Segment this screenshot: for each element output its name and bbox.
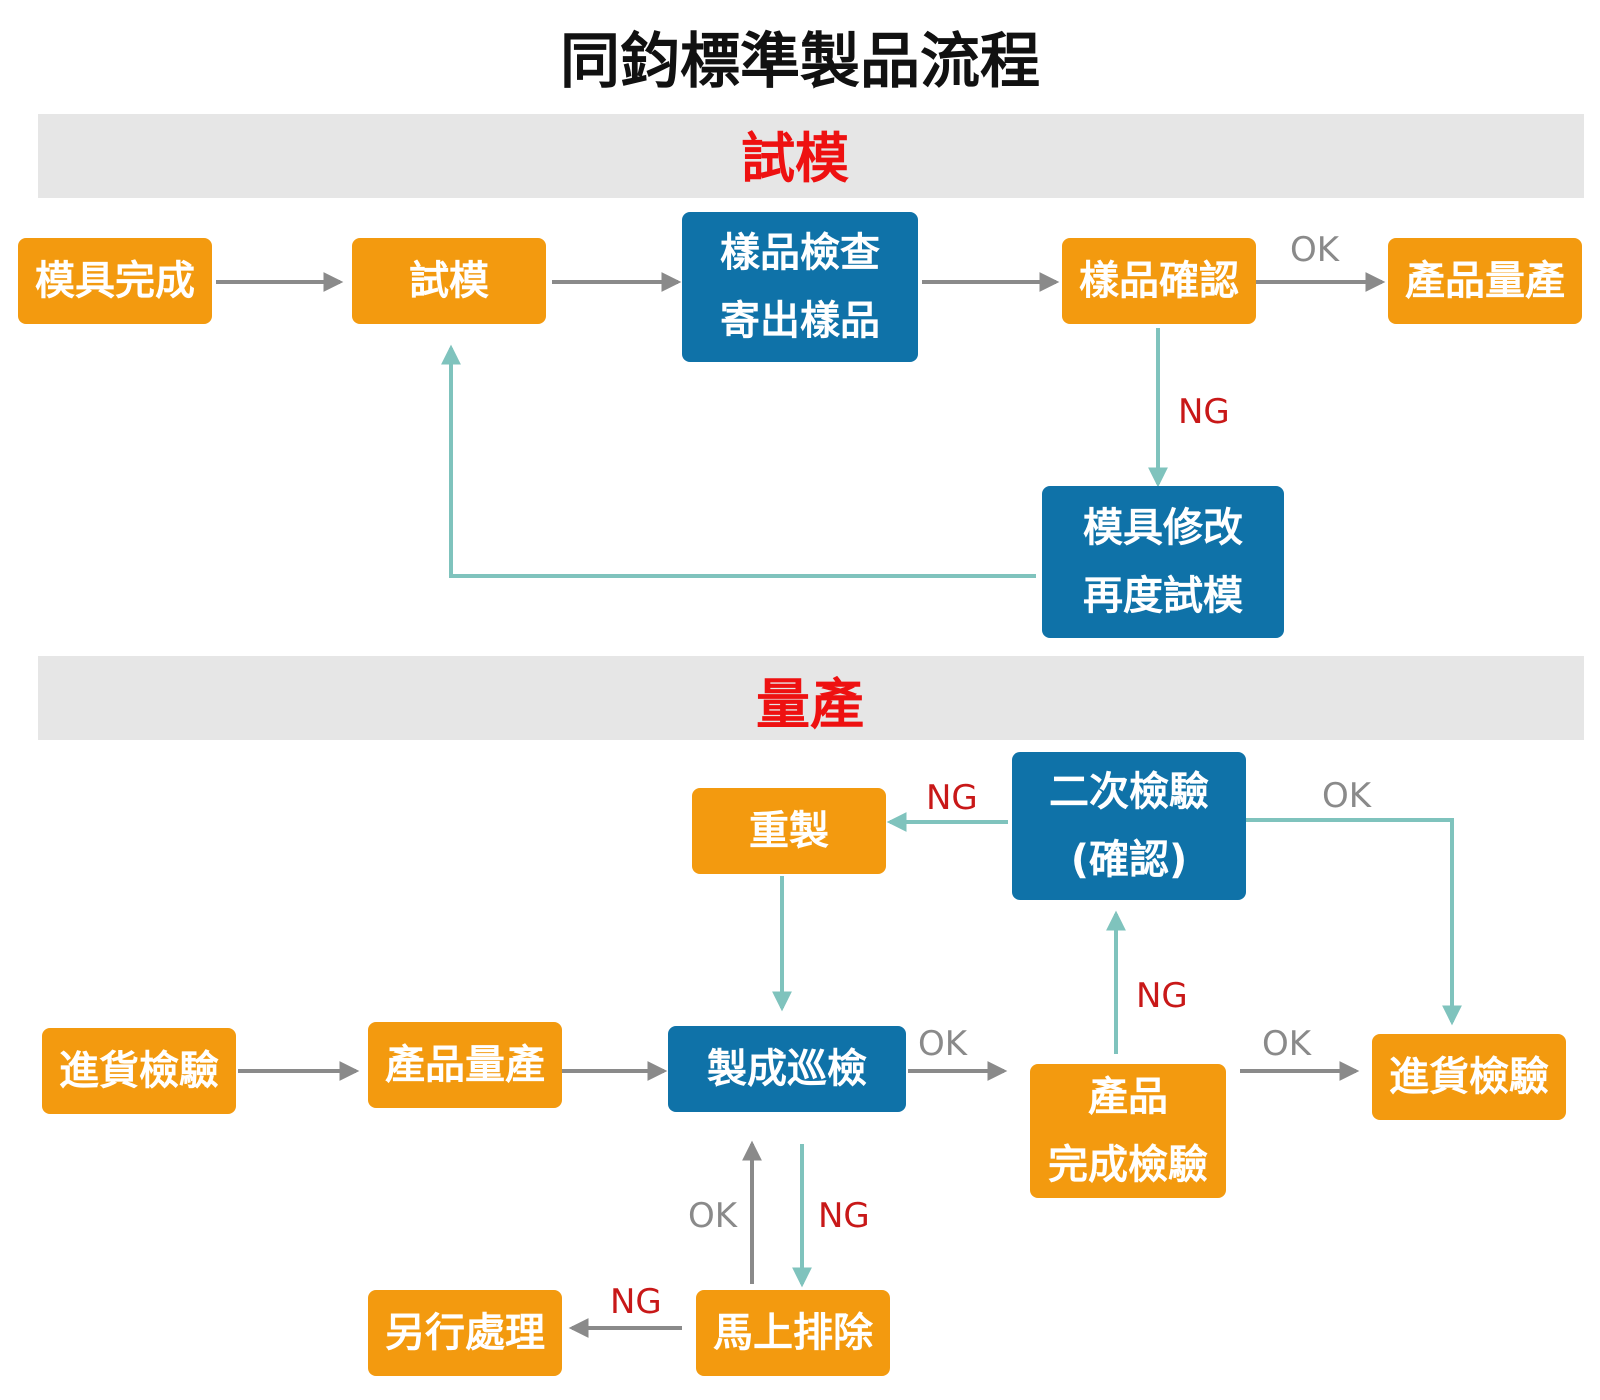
node-sample-check: 樣品檢查 寄出樣品 [682,212,918,362]
label-ok-second: OK [1322,776,1372,816]
label-ok-patrol: OK [918,1024,968,1064]
node-other-handling: 另行處理 [368,1290,562,1376]
section-band-mass [38,656,1584,740]
node-label-line2: 完成檢驗 [1048,1142,1208,1188]
node-final-inspection: 產品 完成檢驗 [1030,1064,1226,1198]
node-label-line1: 二次檢驗 [1049,769,1209,815]
node-trial-mold: 試模 [352,238,546,324]
node-label: 進貨檢驗 [59,1048,219,1094]
label-ok-confirm: OK [1290,230,1340,270]
arrow-second-incoming [1244,818,1462,1026]
label-ok-final: OK [1262,1024,1312,1064]
node-patrol-inspection: 製成巡檢 [668,1026,906,1112]
node-label: 產品量產 [385,1042,545,1088]
node-label: 重製 [749,808,829,854]
node-label-line2: 寄出樣品 [720,298,880,344]
page-title: 同鈞標準製品流程 [560,27,1040,97]
node-label: 另行處理 [385,1310,545,1356]
node-label-line1: 產品 [1088,1074,1168,1120]
label-ok-fix: OK [688,1196,738,1236]
node-label-line2: (確認) [1070,837,1188,883]
node-product-mass-1: 產品量產 [1388,238,1582,324]
node-sample-confirm: 樣品確認 [1062,238,1256,324]
arrow-modify-trial [441,344,1036,578]
label-ng-final: NG [1136,976,1188,1016]
label-ng-patrol: NG [818,1196,870,1236]
node-label: 製成巡檢 [707,1046,867,1092]
node-mold-done: 模具完成 [18,238,212,324]
node-incoming-2: 進貨檢驗 [1372,1034,1566,1120]
label-ng-remake: NG [926,778,978,818]
section-label-mass: 量產 [756,673,864,736]
node-second-inspection: 二次檢驗 (確認) [1012,752,1246,900]
node-label: 馬上排除 [713,1310,873,1356]
node-label-line1: 樣品檢查 [720,230,880,276]
node-fix-now: 馬上排除 [696,1290,890,1376]
label-ng-confirm: NG [1178,392,1230,432]
section-band-trial [38,114,1584,198]
label-ng-other: NG [610,1282,662,1322]
node-label: 模具完成 [35,258,195,304]
node-label: 進貨檢驗 [1389,1054,1549,1100]
section-label-trial: 試模 [741,127,849,190]
node-mold-modify: 模具修改 再度試模 [1042,486,1284,638]
node-label-line1: 模具修改 [1083,505,1243,551]
node-remake: 重製 [692,788,886,874]
node-incoming-1: 進貨檢驗 [42,1028,236,1114]
node-label: 產品量產 [1405,258,1565,304]
node-label: 試模 [409,258,489,304]
node-product-mass-2: 產品量產 [368,1022,562,1108]
node-label: 樣品確認 [1079,258,1239,304]
node-label-line2: 再度試模 [1083,573,1243,619]
